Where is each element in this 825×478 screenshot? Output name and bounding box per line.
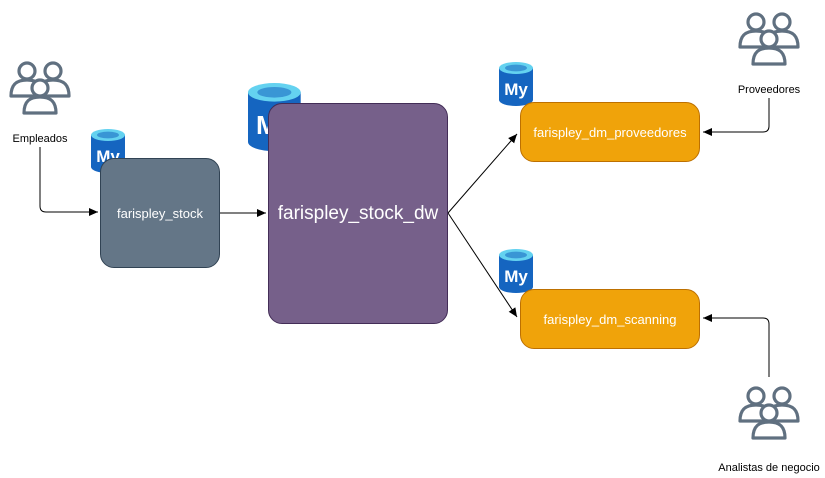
user-group-icon <box>9 61 71 115</box>
node-farispley-dm-proveedores[interactable]: farispley_dm_proveedores <box>520 102 700 162</box>
edge-empleados-to-stock <box>39 147 98 216</box>
node-label: farispley_stock_dw <box>277 202 439 224</box>
edge-analistas-to-scanning <box>703 314 770 377</box>
node-label: farispley_dm_proveedores <box>533 124 687 140</box>
mysql-database-icon <box>499 249 533 293</box>
node-farispley-stock-dw[interactable]: farispley_stock_dw <box>268 103 448 324</box>
actor-label-empleados: Empleados <box>12 133 68 145</box>
edge-proveedores-to-dm <box>703 98 770 136</box>
node-label: farispley_stock <box>117 205 203 221</box>
user-group-icon <box>738 12 800 66</box>
user-group-icon <box>738 386 800 440</box>
node-farispley-dm-scanning[interactable]: farispley_dm_scanning <box>520 289 700 349</box>
node-label: farispley_dm_scanning <box>543 311 677 327</box>
mysql-database-icon <box>499 62 533 106</box>
edge-dw-to-proveedores <box>447 133 518 214</box>
actor-label-analistas: Analistas de negocio <box>718 462 820 474</box>
edge-dw-to-scanning <box>447 212 518 318</box>
node-farispley-stock[interactable]: farispley_stock <box>100 158 220 268</box>
actor-label-proveedores: Proveedores <box>737 84 801 96</box>
